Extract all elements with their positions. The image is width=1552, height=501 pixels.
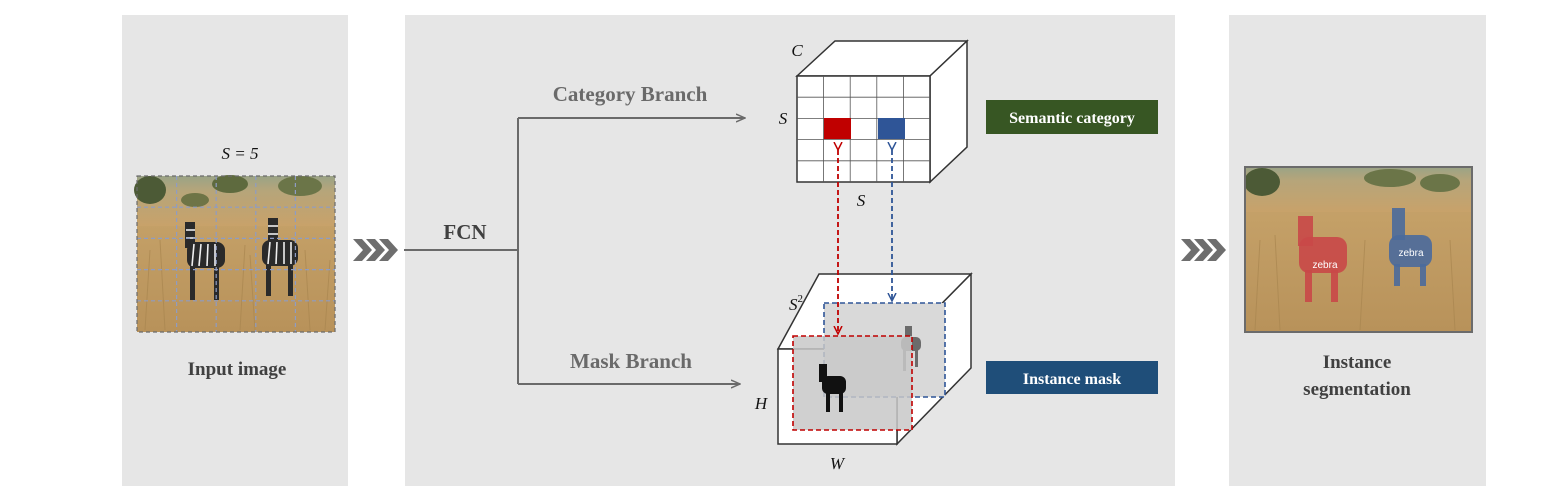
- mask-height-label: H: [754, 394, 769, 413]
- category-cell-blue: [878, 118, 905, 139]
- segmentation-output-image: [1244, 166, 1473, 333]
- semantic-category-tag-label: Semantic category: [1009, 110, 1135, 127]
- mask-tensor: [776, 272, 973, 446]
- grid-size-label: S = 5: [222, 144, 259, 163]
- mask-depth-label: S2: [789, 293, 803, 314]
- input-image-caption: Input image: [188, 359, 287, 380]
- category-depth-label: C: [791, 41, 803, 60]
- instance-mask-tag-label: Instance mask: [1023, 371, 1121, 388]
- category-cell-red: [824, 118, 851, 139]
- category-branch-label: Category Branch: [553, 82, 708, 106]
- mask-branch-label: Mask Branch: [570, 349, 692, 373]
- instance-label-blue: zebra: [1398, 248, 1423, 259]
- instance-mask-tag: [986, 361, 1158, 394]
- zebra-silhouette-front: [819, 364, 846, 412]
- instance-label-red: zebra: [1312, 260, 1337, 271]
- mask-width-label: W: [830, 454, 846, 473]
- branch-lines: [404, 118, 745, 384]
- fcn-label: FCN: [443, 220, 486, 244]
- input-image: [134, 175, 336, 333]
- output-caption-line1: Instance: [1323, 352, 1392, 373]
- semantic-category-tag: [986, 100, 1158, 134]
- chevron-right-icon: [1181, 239, 1226, 261]
- red-instance-mask: [1298, 216, 1347, 302]
- category-width-label: S: [857, 191, 866, 210]
- category-height-label: S: [779, 109, 788, 128]
- output-caption-line2: segmentation: [1303, 379, 1411, 400]
- category-tensor: [795, 39, 969, 184]
- chevron-right-icon: [353, 239, 398, 261]
- blue-instance-mask: [1389, 208, 1432, 286]
